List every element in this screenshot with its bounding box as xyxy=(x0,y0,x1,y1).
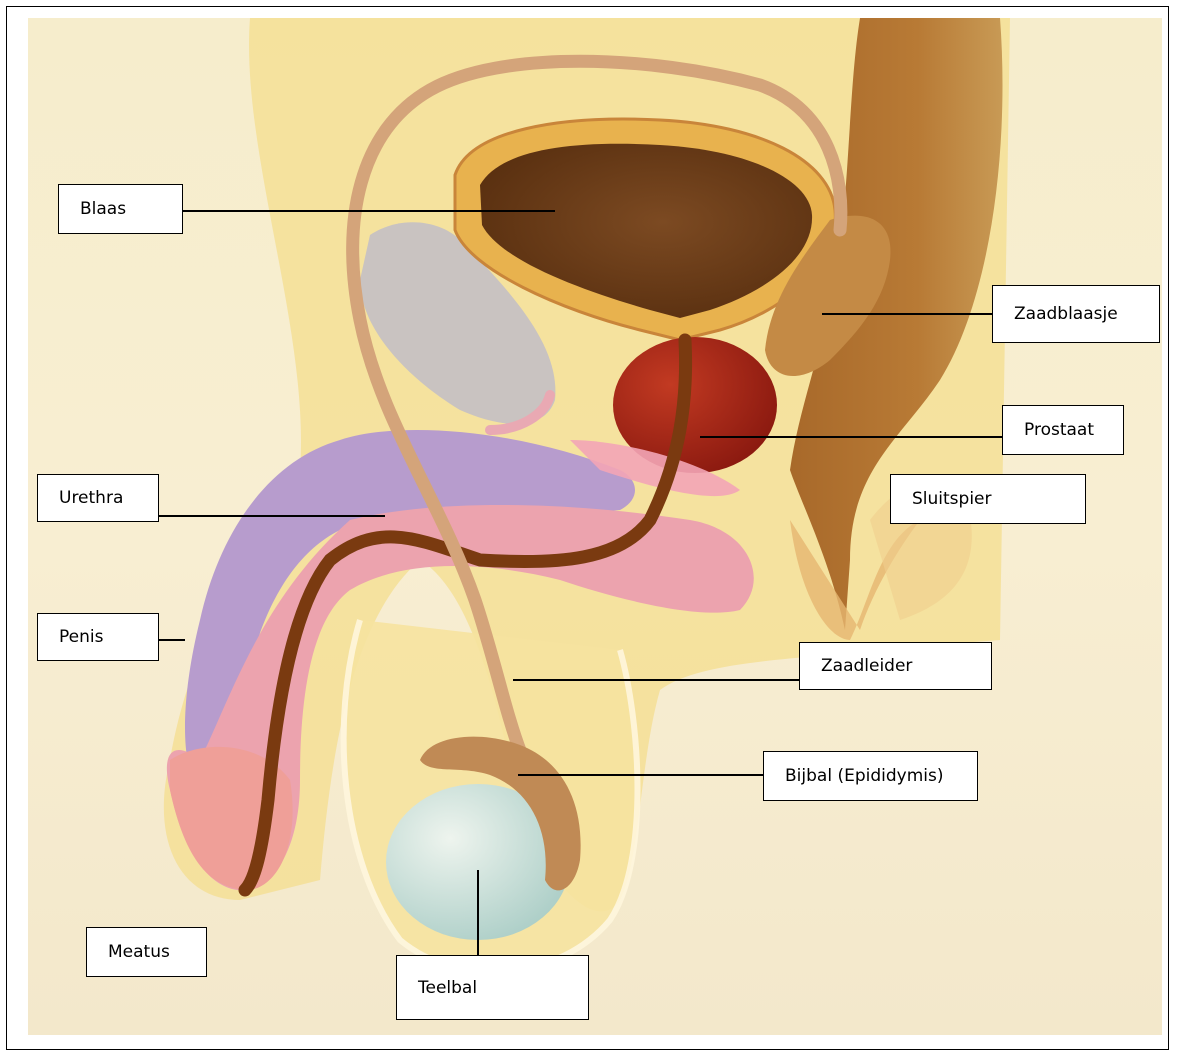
label-meatus: Meatus xyxy=(86,927,207,977)
label-teelbal: Teelbal xyxy=(396,955,589,1020)
label-sluitspier: Sluitspier xyxy=(890,474,1086,524)
label-blaas: Blaas xyxy=(58,184,183,234)
label-penis: Penis xyxy=(37,613,159,661)
label-zaadleider: Zaadleider xyxy=(799,642,992,690)
label-prostaat: Prostaat xyxy=(1002,405,1124,455)
label-zaadblaasje: Zaadblaasje xyxy=(992,285,1160,343)
label-bijbal: Bijbal (Epididymis) xyxy=(763,751,978,801)
label-urethra: Urethra xyxy=(37,474,159,522)
